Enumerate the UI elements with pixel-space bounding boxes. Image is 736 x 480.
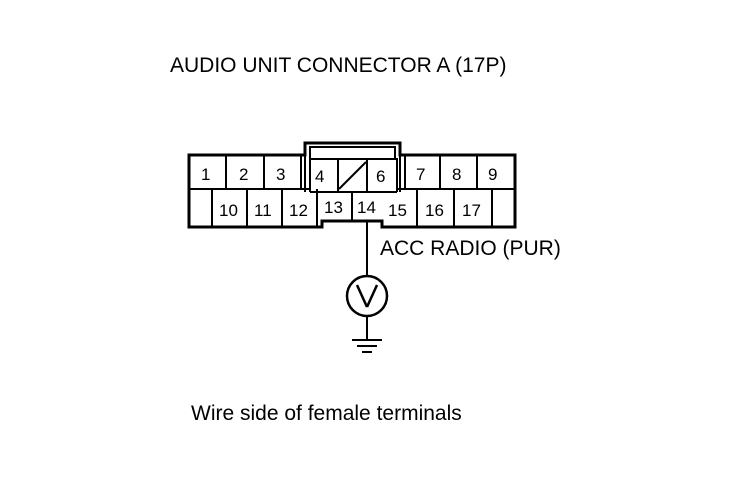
pin-label: 17 [462, 201, 481, 220]
diagram-title: AUDIO UNIT CONNECTOR A (17P) [170, 54, 506, 77]
connector-body [187, 141, 517, 229]
pin-label: 16 [425, 201, 444, 220]
footer-caption: Wire side of female terminals [191, 402, 462, 425]
pin-label: 9 [488, 165, 497, 184]
pin-label: 10 [219, 201, 238, 220]
ground-icon [352, 339, 382, 353]
pin-label: 7 [416, 165, 425, 184]
pin-label: 12 [289, 201, 308, 220]
wire-label: ACC RADIO (PUR) [380, 237, 561, 260]
pin-label: 4 [315, 167, 324, 186]
pin-label: 13 [324, 198, 343, 217]
voltmeter-icon [345, 274, 389, 318]
pin-label: 11 [254, 201, 272, 220]
pin-label: 3 [276, 165, 285, 184]
pin-label: 15 [388, 201, 407, 220]
pin-label: 8 [452, 165, 461, 184]
pin-label: 2 [239, 165, 248, 184]
pin-label: 1 [201, 165, 210, 184]
pin-label: 6 [376, 167, 385, 186]
pin-label: 14 [357, 198, 376, 217]
